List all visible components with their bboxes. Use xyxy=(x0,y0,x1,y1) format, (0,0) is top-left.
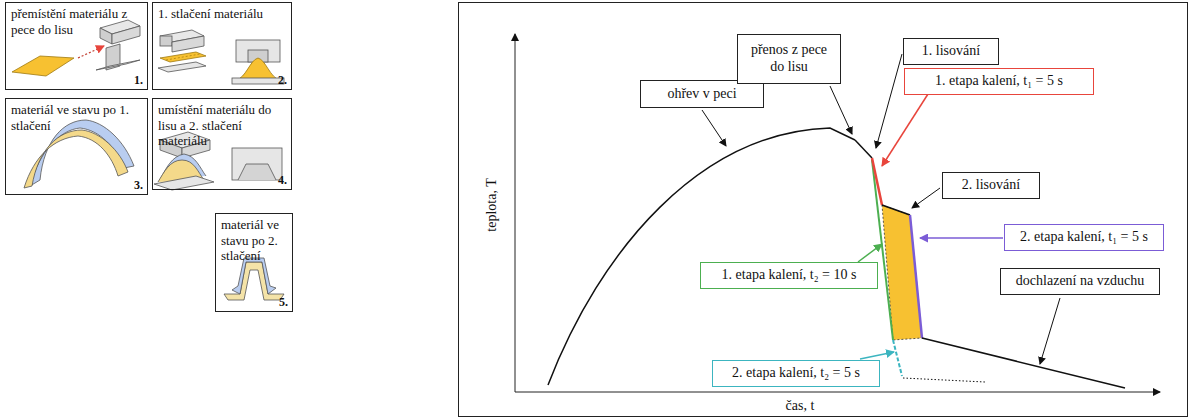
callout-text: přenos z pece do lisu xyxy=(744,42,834,76)
panel-caption: přemístění materiálu z pece do lisu xyxy=(11,6,142,37)
callout-box: dochlazení na vzduchu xyxy=(1000,268,1160,295)
quench-line xyxy=(872,158,882,205)
leader-line xyxy=(702,110,726,146)
step-number: 5. xyxy=(279,295,288,309)
transfer-line xyxy=(855,140,872,158)
step-number: 4. xyxy=(278,173,287,187)
callout-box: 2. etapa kalení, t₁ = 5 s xyxy=(1004,224,1164,251)
leader-line xyxy=(860,352,894,359)
callout-box: 2. lisování xyxy=(942,172,1040,199)
panel-caption: materiál ve stavu po 1. stlačení xyxy=(11,102,142,133)
leader-line xyxy=(920,237,1003,239)
quench-line xyxy=(893,340,902,376)
panel-5-art xyxy=(224,258,284,300)
callout-text: 2. lisování xyxy=(962,177,1020,194)
quench-line xyxy=(910,215,922,338)
heating-curve xyxy=(548,128,855,385)
leader-line xyxy=(830,86,852,134)
x-axis xyxy=(515,392,1160,393)
step-number: 3. xyxy=(134,178,143,192)
leader-line xyxy=(1040,298,1060,364)
axis-label: čas, t xyxy=(786,398,815,414)
leader-line xyxy=(876,54,902,148)
callout-box: 1. lisování xyxy=(903,38,999,65)
callout-box: 2. etapa kalení, t₂ = 5 s xyxy=(712,360,880,387)
callout-text: 2. etapa kalení, t₂ = 5 s xyxy=(732,365,860,382)
step-panel: přemístění materiálu z pece do lisu 1. xyxy=(5,2,148,90)
callout-box: 1. etapa kalení, t₁ = 5 s xyxy=(904,68,1094,95)
panel-caption: 1. stlačení materiálu xyxy=(158,6,286,22)
callout-text: ohřev v peci xyxy=(667,86,736,103)
panel-caption: umístění materiálu do lisu a 2. stlačení… xyxy=(158,102,286,149)
callout-text: 1. lisování xyxy=(922,43,980,60)
axis-label: teplota, T xyxy=(484,178,500,231)
callout-text: 1. etapa kalení, t₁ = 5 s xyxy=(935,73,1063,90)
step-panel: materiál ve stavu po 1. stlačení 3. xyxy=(5,98,148,195)
chart-frame xyxy=(459,3,1188,417)
leader-line xyxy=(912,188,940,208)
callout-box: 1. etapa kalení, t₂ = 10 s xyxy=(700,262,878,289)
leader-line xyxy=(858,244,882,262)
callout-text: 2. etapa kalení, t₁ = 5 s xyxy=(1020,229,1148,246)
step-number: 1. xyxy=(134,73,143,87)
step-panel: materiál ve stavu po 2. stlačení 5. xyxy=(215,213,293,312)
quench-area xyxy=(882,205,922,340)
callout-text: 1. etapa kalení, t₂ = 10 s xyxy=(722,267,857,284)
step-panel: umístění materiálu do lisu a 2. stlačení… xyxy=(152,98,292,190)
step-number: 2. xyxy=(278,73,287,87)
panel-caption: materiál ve stavu po 2. stlačení xyxy=(221,217,287,264)
step-panel: 1. stlačení materiálu 2. xyxy=(152,2,292,90)
callout-text: dochlazení na vzduchu xyxy=(1016,273,1144,290)
press-line xyxy=(882,205,910,215)
cooling-line xyxy=(903,378,985,382)
panel-2-art xyxy=(158,30,284,84)
callout-box: ohřev v peci xyxy=(640,80,764,108)
leader-line xyxy=(882,94,928,166)
y-axis xyxy=(515,34,516,392)
callout-box: přenos z pece do lisu xyxy=(737,34,841,84)
